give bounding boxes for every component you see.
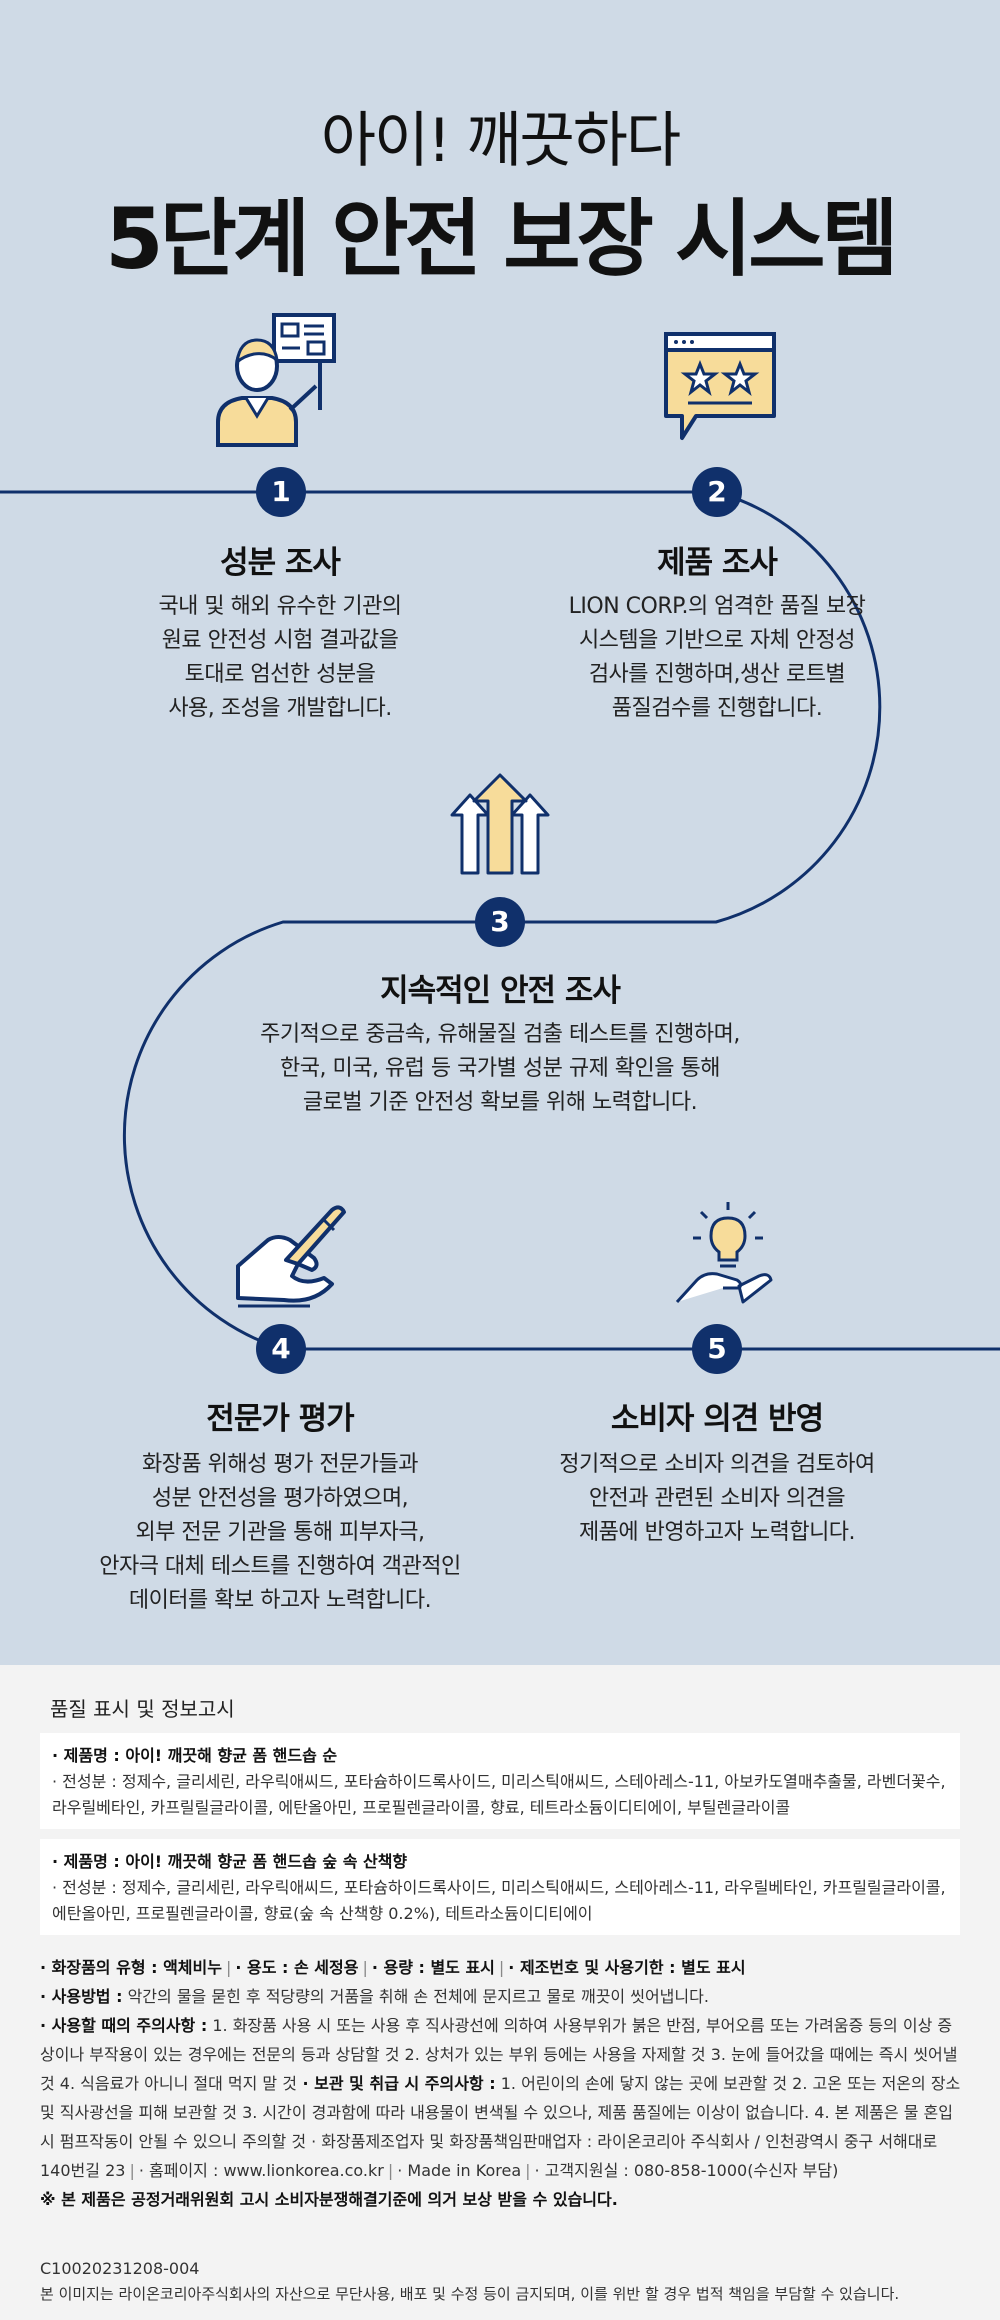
- step-4-title: 전문가 평가: [206, 1401, 354, 1437]
- page-title: 5단계 안전 보장 시스템: [105, 190, 899, 288]
- guarantee-line: ※ 본 제품은 공정거래위원회 고시 소비자분쟁해결기준에 의거 보상 받을 수…: [40, 2190, 618, 2209]
- step-3-description: 주기적으로 중금속, 유해물질 검출 테스트를 진행하며,한국, 미국, 유럽 …: [260, 1022, 740, 1115]
- step-5-title: 소비자 의견 반영: [610, 1401, 824, 1437]
- product-1-name: · 제품명 : 아이! 깨끗해 향균 폼 핸드솝 순: [52, 1746, 338, 1765]
- up-arrows-icon: [450, 773, 550, 875]
- product-2-name: · 제품명 : 아이! 깨끗해 향균 폼 핸드솝 숲 속 산책향: [52, 1852, 408, 1871]
- step-path-line: [0, 490, 1000, 1351]
- product-notes: · 화장품의 유형 : 액체비누|· 용도 : 손 세정용|· 용량 : 별도 …: [40, 1953, 965, 2214]
- step-2-title: 제품 조사: [657, 545, 778, 581]
- usage-line: · 사용방법 : 악간의 물을 묻힌 후 적당량의 거품을 취해 손 전체에 문…: [40, 1987, 709, 2006]
- step-5-number: 5: [692, 1324, 742, 1374]
- product-2-ingredients: · 전성분 : 정제수, 글리세린, 라우릭애씨드, 포타슘하이드록사이드, 미…: [52, 1878, 946, 1923]
- rating-stars-icon: [664, 332, 776, 440]
- product-info-box-2: · 제품명 : 아이! 깨끗해 향균 폼 핸드솝 숲 속 산책향 · 전성분 :…: [40, 1839, 960, 1935]
- step-3-title: 지속적인 안전 조사: [380, 973, 621, 1009]
- info-heading: 품질 표시 및 정보고시: [50, 1697, 235, 1721]
- hand-pen-icon: [236, 1205, 346, 1308]
- caution-line: · 사용할 때의 주의사항 : 1. 화장품 사용 시 또는 사용 후 직사광선…: [40, 2016, 961, 2180]
- presenter-icon: [216, 313, 336, 447]
- page-subtitle: 아이! 깨끗하다: [320, 106, 681, 176]
- lightbulb-hand-icon: [675, 1202, 773, 1304]
- spec-line: · 화장품의 유형 : 액체비누|· 용도 : 손 세정용|· 용량 : 별도 …: [40, 1958, 746, 1977]
- product-1-ingredients: · 전성분 : 정제수, 글리세린, 라우릭애씨드, 포타슘하이드록사이드, 미…: [52, 1772, 946, 1817]
- safety-infographic: 아이! 깨끗하다 5단계 안전 보장 시스템: [0, 0, 1000, 1665]
- step-1-title: 성분 조사: [220, 545, 341, 581]
- product-info-section: 품질 표시 및 정보고시 · 제품명 : 아이! 깨끗해 향균 폼 핸드솝 순 …: [0, 1665, 1000, 2320]
- image-code: C10020231208-004: [40, 2259, 200, 2278]
- copyright-notice: 본 이미지는 라이온코리아주식회사의 자산으로 무단사용, 배포 및 수정 등이…: [40, 2285, 900, 2303]
- step-4-number: 4: [256, 1324, 306, 1374]
- step-3-number: 3: [475, 897, 525, 947]
- product-info-box-1: · 제품명 : 아이! 깨끗해 향균 폼 핸드솝 순 · 전성분 : 정제수, …: [40, 1733, 960, 1829]
- step-1-number: 1: [256, 467, 306, 517]
- step-2-number: 2: [692, 467, 742, 517]
